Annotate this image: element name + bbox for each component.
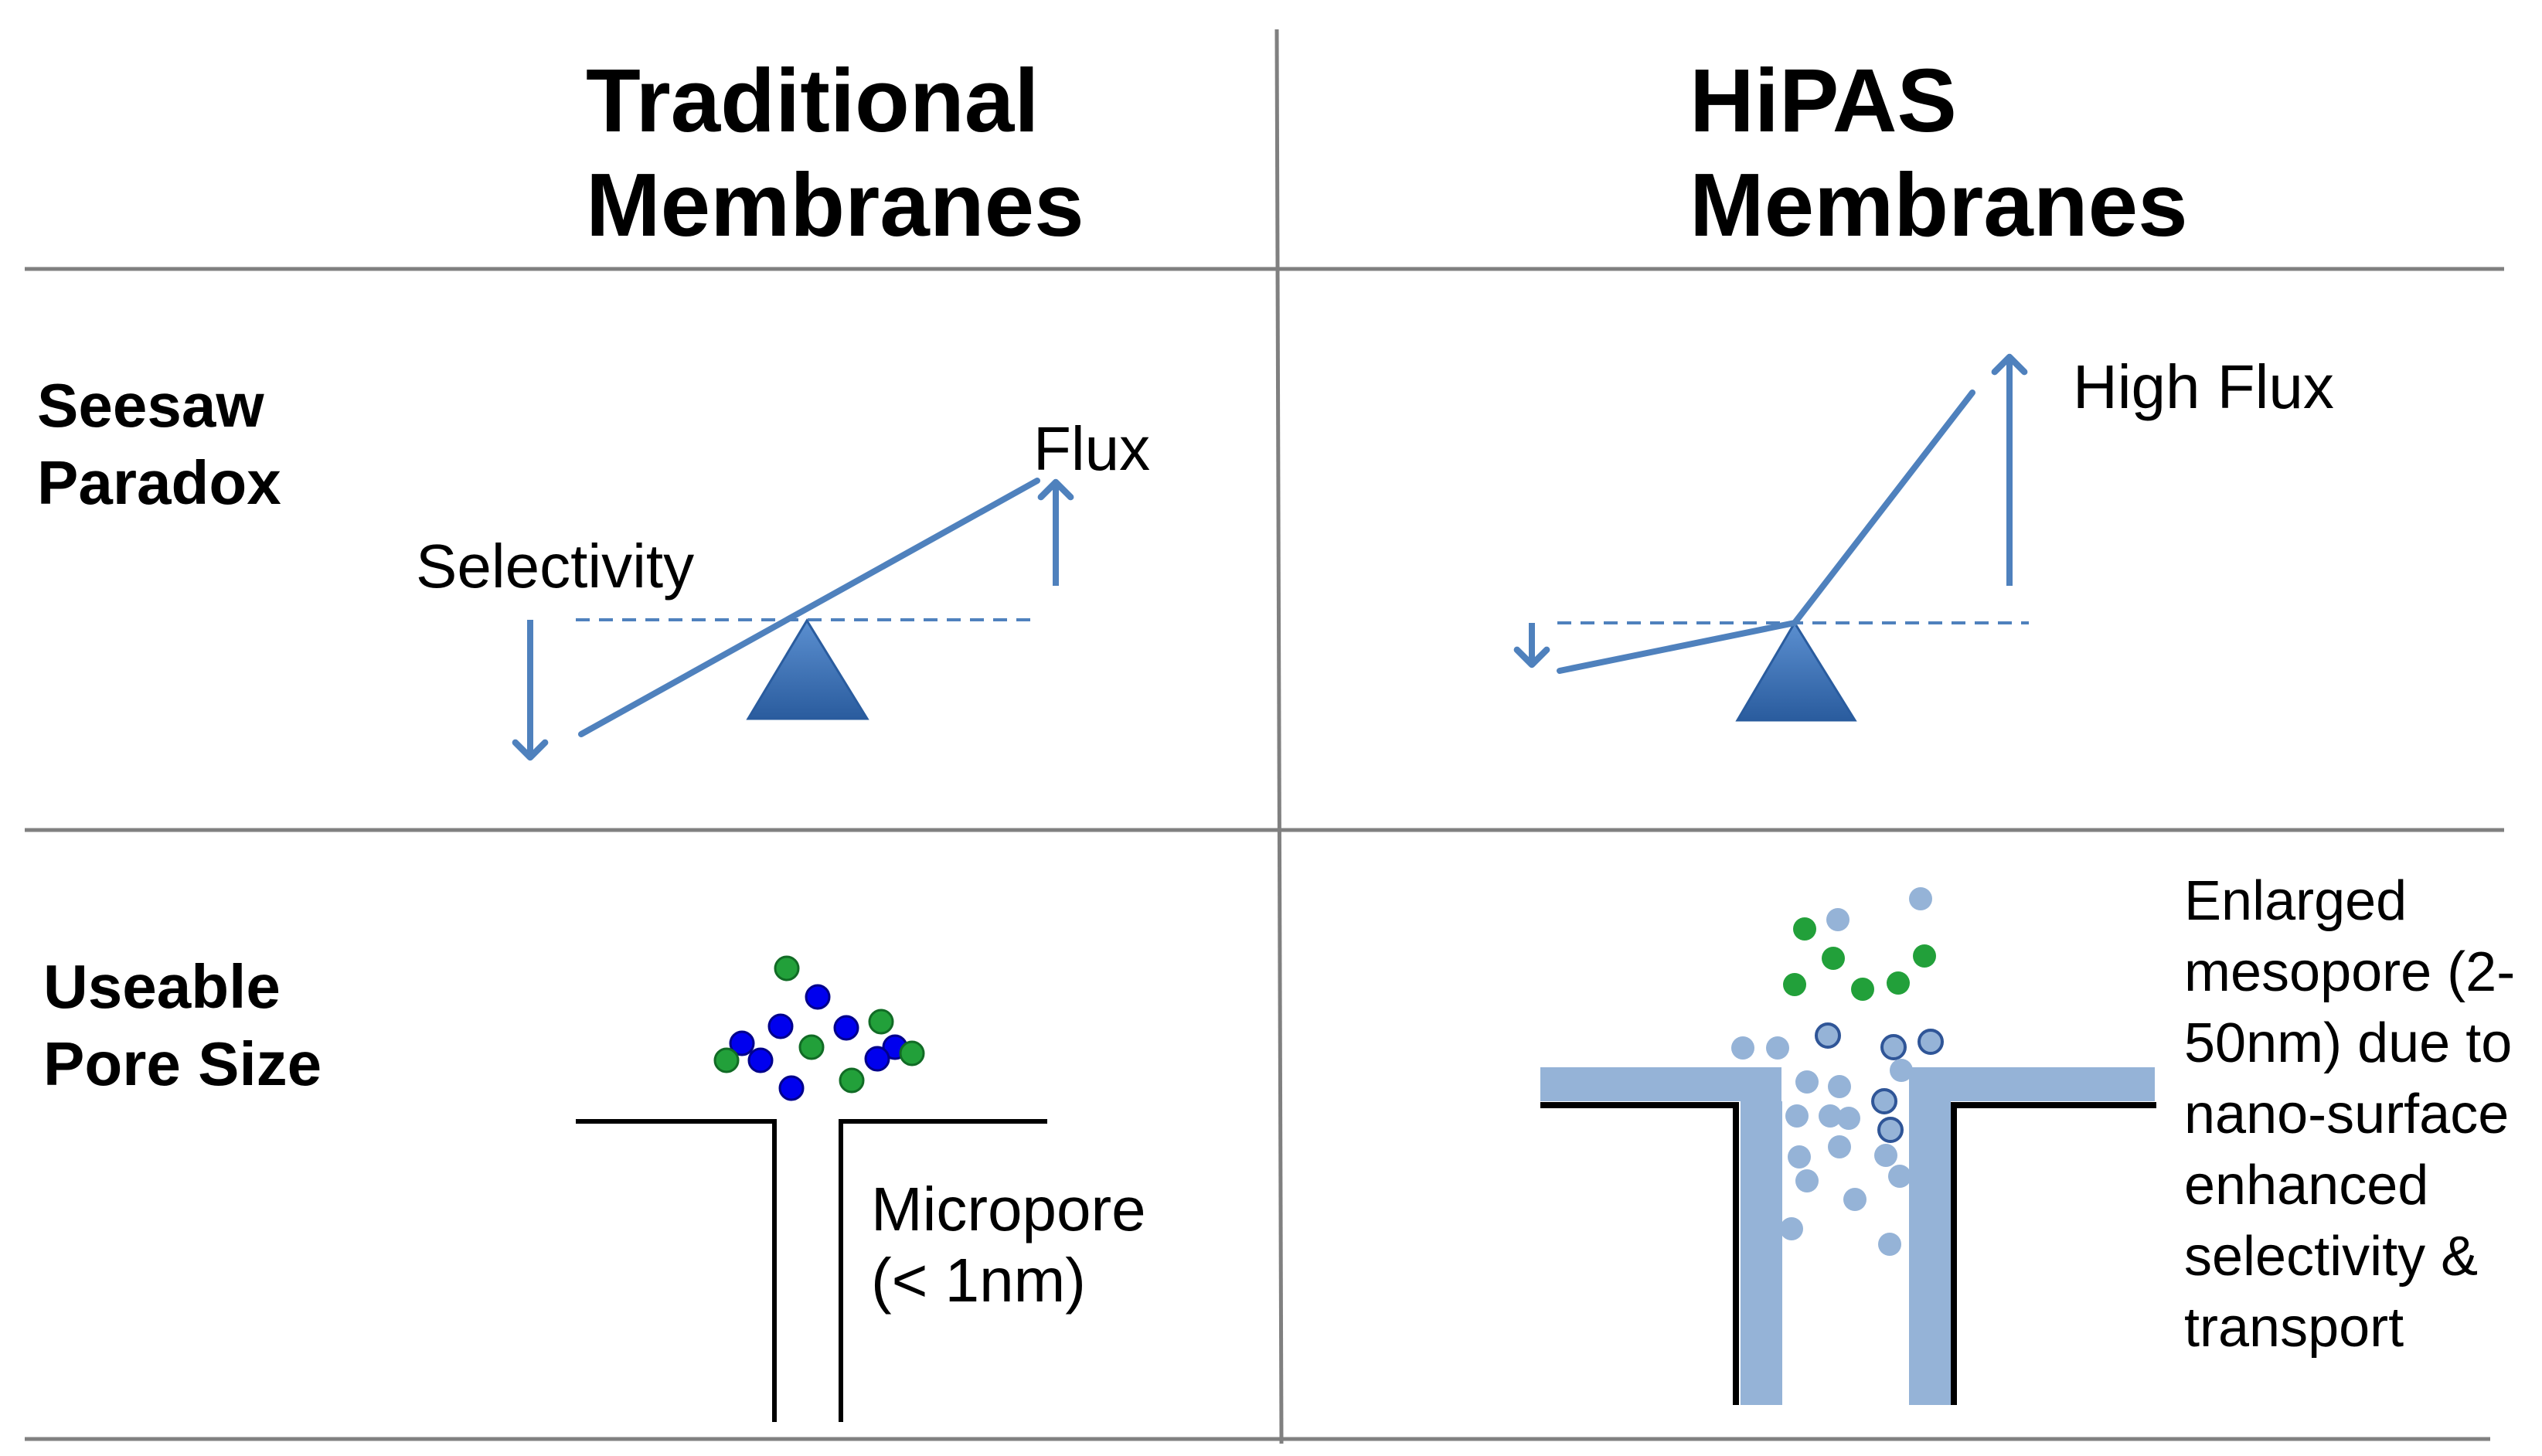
column-header-hipas: HiPAS Membranes [1690, 50, 2188, 255]
particle-cluster [713, 955, 925, 1101]
light-blue-particle [1890, 1059, 1913, 1082]
micropore-size-label: (< 1nm) [871, 1246, 1086, 1315]
green-particle [774, 955, 800, 981]
blue-particle [767, 1013, 794, 1039]
vertical-divider [1274, 29, 1284, 1444]
pore-wall-right [839, 1119, 1047, 1422]
light-blue-particle [1819, 1104, 1842, 1128]
column-header-traditional: Traditional Membranes [586, 50, 1084, 255]
description-line: nano-surface [2184, 1083, 2509, 1145]
coating-wall-left [1741, 1101, 1782, 1405]
light-blue-particle [1874, 1144, 1897, 1167]
green-particle [868, 1009, 894, 1035]
selectivity-label: Selectivity [416, 532, 694, 600]
green-particle [899, 1040, 925, 1066]
outlined-blue-particle [1880, 1034, 1907, 1060]
light-blue-particle [1766, 1036, 1789, 1060]
green-particle [1887, 971, 1910, 995]
column-title-line: Membranes [586, 155, 1084, 255]
column-title-line: Membranes [1690, 155, 2188, 255]
description-line: transport [2184, 1297, 2404, 1359]
blue-particle [729, 1030, 755, 1056]
light-blue-particle [1843, 1188, 1867, 1211]
light-blue-particle [1909, 887, 1932, 910]
outlined-blue-particle [1918, 1029, 1944, 1055]
high-flux-label: High Flux [2073, 352, 2334, 421]
green-particle [1793, 917, 1816, 941]
row-label-seesaw: Seesaw Paradox [37, 371, 281, 517]
green-particle [1851, 978, 1874, 1001]
table-grid [25, 29, 2504, 1444]
pore-traditional: Micropore (< 1nm) [576, 955, 1146, 1422]
row-label-line: Pore Size [43, 1029, 322, 1098]
green-particle [1783, 973, 1806, 996]
outlined-blue-particle [1877, 1117, 1904, 1143]
mesopore-description: Enlarged mesopore (2- 50nm) due to nano-… [2184, 870, 2515, 1359]
coating-wall-right [1909, 1101, 1951, 1405]
light-blue-particle [1795, 1169, 1819, 1192]
micropore-label: Micropore [871, 1175, 1146, 1243]
coated-membrane [1540, 1067, 2156, 1405]
green-particle [798, 1034, 825, 1060]
blue-particle [747, 1047, 774, 1073]
description-line: Enlarged [2184, 870, 2407, 932]
light-blue-particle [1795, 1070, 1819, 1094]
flux-label: Flux [1033, 414, 1150, 483]
column-title-line: Traditional [586, 50, 1040, 151]
seesaw-traditional: Selectivity Flux [416, 414, 1150, 761]
light-blue-particle [1878, 1233, 1901, 1256]
light-blue-particle [1731, 1036, 1754, 1060]
column-title-line: HiPAS [1690, 50, 1957, 151]
outlined-blue-particle [1815, 1022, 1841, 1049]
seesaw-beam [578, 478, 1040, 737]
light-blue-particle [1826, 908, 1850, 931]
green-particle [1913, 944, 1936, 968]
pore-hipas: Enlarged mesopore (2- 50nm) due to nano-… [1540, 870, 2515, 1405]
fulcrum-triangle [746, 618, 869, 720]
pore-wall-left [1540, 1102, 1739, 1405]
light-blue-particle [1837, 1107, 1860, 1130]
blue-particle [864, 1046, 890, 1072]
outlined-blue-particle [1871, 1088, 1897, 1114]
description-line: 50nm) due to [2184, 1012, 2512, 1074]
row-label-line: Paradox [37, 448, 281, 517]
description-line: mesopore (2- [2184, 941, 2515, 1003]
pore-wall-right [1951, 1102, 2156, 1405]
seesaw-hipas: High Flux [1513, 352, 2334, 722]
green-particle [1822, 947, 1845, 970]
green-particle [713, 1047, 740, 1073]
coating-layer-left [1540, 1067, 1781, 1101]
row-label-line: Useable [43, 952, 281, 1021]
seesaw-beam-high [1792, 390, 1975, 626]
coating-layer-right [1909, 1067, 2155, 1101]
pore-wall-left [576, 1119, 777, 1422]
light-blue-particle [1788, 1145, 1811, 1169]
description-line: enhanced [2184, 1155, 2428, 1216]
blue-particle [805, 984, 831, 1010]
light-blue-particle [1780, 1217, 1803, 1240]
light-blue-particle [1828, 1135, 1851, 1158]
membrane-surface [576, 1119, 1047, 1422]
particle-cluster [1731, 887, 1944, 1256]
row-label-line: Seesaw [37, 371, 264, 440]
light-blue-particle [1888, 1165, 1911, 1188]
green-particle [839, 1067, 865, 1094]
description-line: selectivity & [2184, 1226, 2478, 1288]
seesaw-beam-low [1557, 620, 1798, 674]
blue-particle [778, 1075, 805, 1101]
fulcrum-triangle [1735, 621, 1857, 722]
blue-particle [833, 1015, 859, 1041]
light-blue-particle [1785, 1104, 1809, 1128]
light-blue-particle [1828, 1075, 1851, 1098]
row-label-pore: Useable Pore Size [43, 952, 322, 1098]
